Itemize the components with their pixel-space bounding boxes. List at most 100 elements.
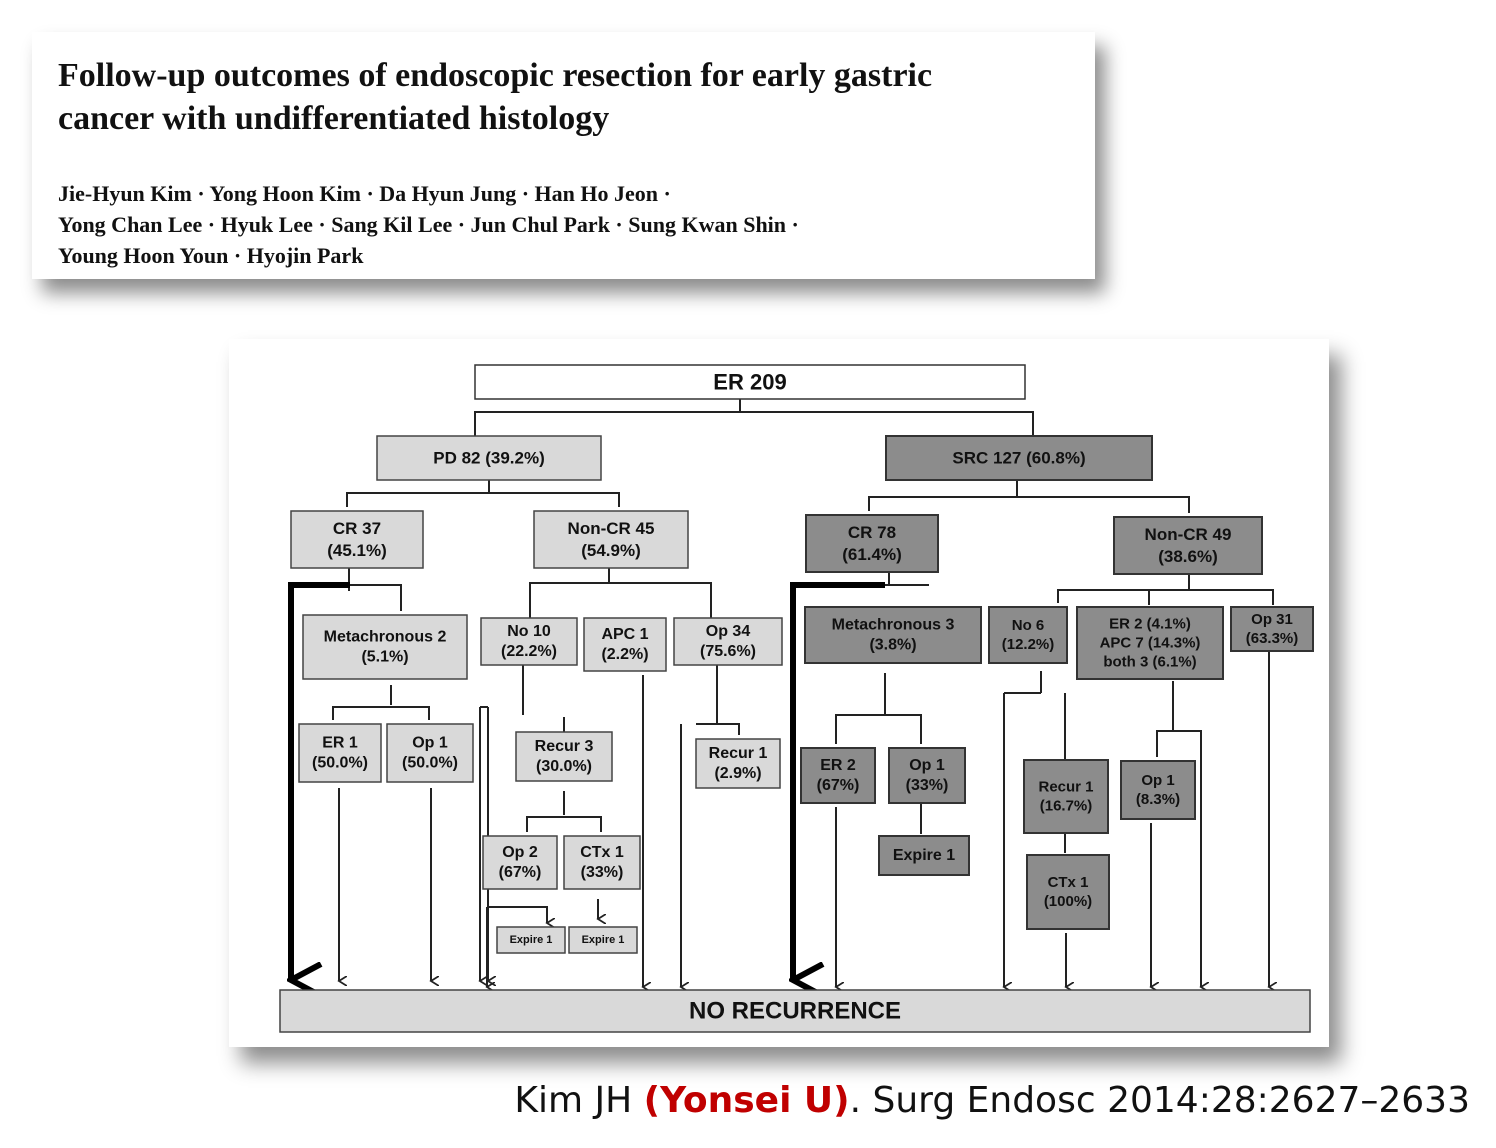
node-box: [804, 606, 982, 664]
node-src-op31: Op 31(63.3%): [1230, 606, 1314, 652]
connector-line: [868, 496, 1190, 513]
node-label: Metachronous 2: [324, 628, 447, 645]
node-pd-ctx1: CTx 1(33%): [563, 835, 641, 890]
node-label: Expire 1: [582, 934, 625, 946]
node-box: [302, 614, 468, 680]
authors-line-1: Jie-Hyun Kim · Yong Hoon Kim · Da Hyun J…: [58, 181, 671, 206]
node-label: Op 1: [909, 757, 945, 774]
node-src-ctx1: CTx 1 (100%): [1026, 854, 1110, 930]
connector-line: [474, 411, 1034, 425]
node-label: CTx 1: [1048, 874, 1089, 891]
node-label: APC 7 (14.3%): [1100, 635, 1201, 652]
paper-title: Follow-up outcomes of endoscopic resecti…: [58, 54, 1078, 140]
node-label: (12.2%): [1002, 636, 1055, 653]
node-src-metachronous3: Metachronous 3(3.8%): [804, 606, 982, 664]
authors-line-2: Yong Chan Lee · Hyuk Lee · Sang Kil Lee …: [58, 212, 799, 237]
node-no-recurrence: NO RECURRENCE: [279, 989, 1311, 1033]
node-box: [482, 835, 558, 890]
node-pd-recur1: Recur 1(2.9%): [695, 738, 781, 789]
node-pd-op2: Op 2(67%): [482, 835, 558, 890]
connector-line: [835, 714, 922, 744]
node-src-expire1: Expire 1: [878, 835, 970, 876]
node-label: PD 82 (39.2%): [433, 449, 545, 468]
node-label: Op 34: [706, 623, 751, 640]
node-box: [800, 747, 876, 804]
node-pd-op34: Op 34 (75.6%): [673, 617, 783, 666]
node-label: (75.6%): [700, 643, 756, 660]
connector-line: [332, 706, 430, 720]
node-box: [480, 617, 578, 666]
node-box: [533, 510, 689, 569]
connector-line: [1057, 589, 1274, 605]
node-label: CR 37: [333, 519, 381, 538]
node-box: [695, 738, 781, 789]
citation: Kim JH (Yonsei U). Surg Endosc 2014:28:2…: [514, 1080, 1470, 1121]
flowchart-svg: ER 209 PD 82 (39.2%) SRC 127 (60.8%) CR 37 (…: [279, 364, 1314, 1033]
node-label: NO RECURRENCE: [689, 998, 901, 1025]
node-label: (54.9%): [581, 541, 641, 560]
node-label: SRC 127 (60.8%): [952, 449, 1085, 468]
node-pd-er1: ER 1(50.0%): [298, 723, 382, 783]
connector-line: [346, 492, 620, 507]
node-box: [515, 731, 613, 782]
node-pd-op1: Op 1 (50.0%): [386, 723, 474, 783]
node-label: Recur 3: [535, 738, 594, 755]
node-label: Op 1: [412, 734, 448, 751]
node-label: ER 2 (4.1%): [1109, 615, 1191, 632]
node-label: Non-CR 49: [1145, 525, 1232, 544]
node-label: both 3 (6.1%): [1103, 654, 1196, 671]
node-label: Metachronous 3: [832, 616, 955, 633]
node-label: ER 2: [820, 757, 856, 774]
node-label: (67%): [499, 864, 542, 881]
node-label: (50.0%): [402, 755, 458, 772]
node-label: (50.0%): [312, 755, 368, 772]
node-src-er2: ER 2(67%): [800, 747, 876, 804]
paper-authors: Jie-Hyun Kim · Yong Hoon Kim · Da Hyun J…: [58, 178, 1078, 271]
node-box: [279, 989, 1311, 1033]
connector-line: [696, 723, 740, 735]
node-box: [298, 723, 382, 783]
connector-line: [529, 582, 712, 618]
connector-arrow: [793, 582, 885, 980]
node-src-noncr49: Non-CR 49 (38.6%): [1113, 516, 1263, 575]
node-label: Recur 1: [709, 745, 768, 762]
node-box: [1120, 760, 1196, 820]
node-box: [583, 617, 667, 672]
node-box: [474, 364, 1026, 400]
node-label: Op 1: [1141, 772, 1174, 789]
node-box: [673, 617, 783, 666]
node-pd-apc1: APC 1(2.2%): [583, 617, 667, 672]
authors-line-3: Young Hoon Youn · Hyojin Park: [58, 243, 364, 268]
connector-arrow: [487, 906, 547, 923]
node-pd-expire1-a: Expire 1: [496, 926, 566, 954]
node-er209: ER 209: [474, 364, 1026, 400]
node-box: [1113, 516, 1263, 575]
node-label: (22.2%): [501, 643, 557, 660]
node-label: (100%): [1044, 893, 1092, 910]
node-label: (5.1%): [361, 649, 408, 666]
node-label: (33%): [581, 864, 624, 881]
node-label: Non-CR 45: [568, 519, 655, 538]
node-label: (45.1%): [327, 541, 387, 560]
node-box: [1230, 606, 1314, 652]
node-label: Op 31: [1251, 611, 1293, 628]
node-label: CR 78: [848, 523, 896, 542]
node-src-op1: Op 1(33%): [888, 747, 966, 804]
node-box: [1076, 606, 1224, 680]
node-box: [878, 835, 970, 876]
node-box: [563, 835, 641, 890]
node-box: [496, 926, 566, 954]
node-src-op1-b: Op 1(8.3%): [1120, 760, 1196, 820]
node-label: Expire 1: [893, 847, 955, 864]
connector-line: [350, 584, 402, 595]
citation-affiliation: (Yonsei U): [643, 1080, 850, 1121]
node-pd-metachronous2: Metachronous 2 (5.1%): [302, 614, 468, 680]
node-label: (38.6%): [1158, 547, 1218, 566]
connector-arrow: [291, 582, 350, 980]
node-src-er2-apc7-both3: ER 2 (4.1%) APC 7 (14.3%) both 3 (6.1%): [1076, 606, 1224, 680]
node-layer: ER 209 PD 82 (39.2%) SRC 127 (60.8%) CR 37 (…: [279, 364, 1314, 1033]
node-pd-cr37: CR 37 (45.1%): [290, 510, 424, 569]
node-box: [568, 926, 638, 954]
node-label: No 10: [507, 623, 551, 640]
paper-title-line-2: cancer with undifferentiated histology: [58, 100, 610, 137]
